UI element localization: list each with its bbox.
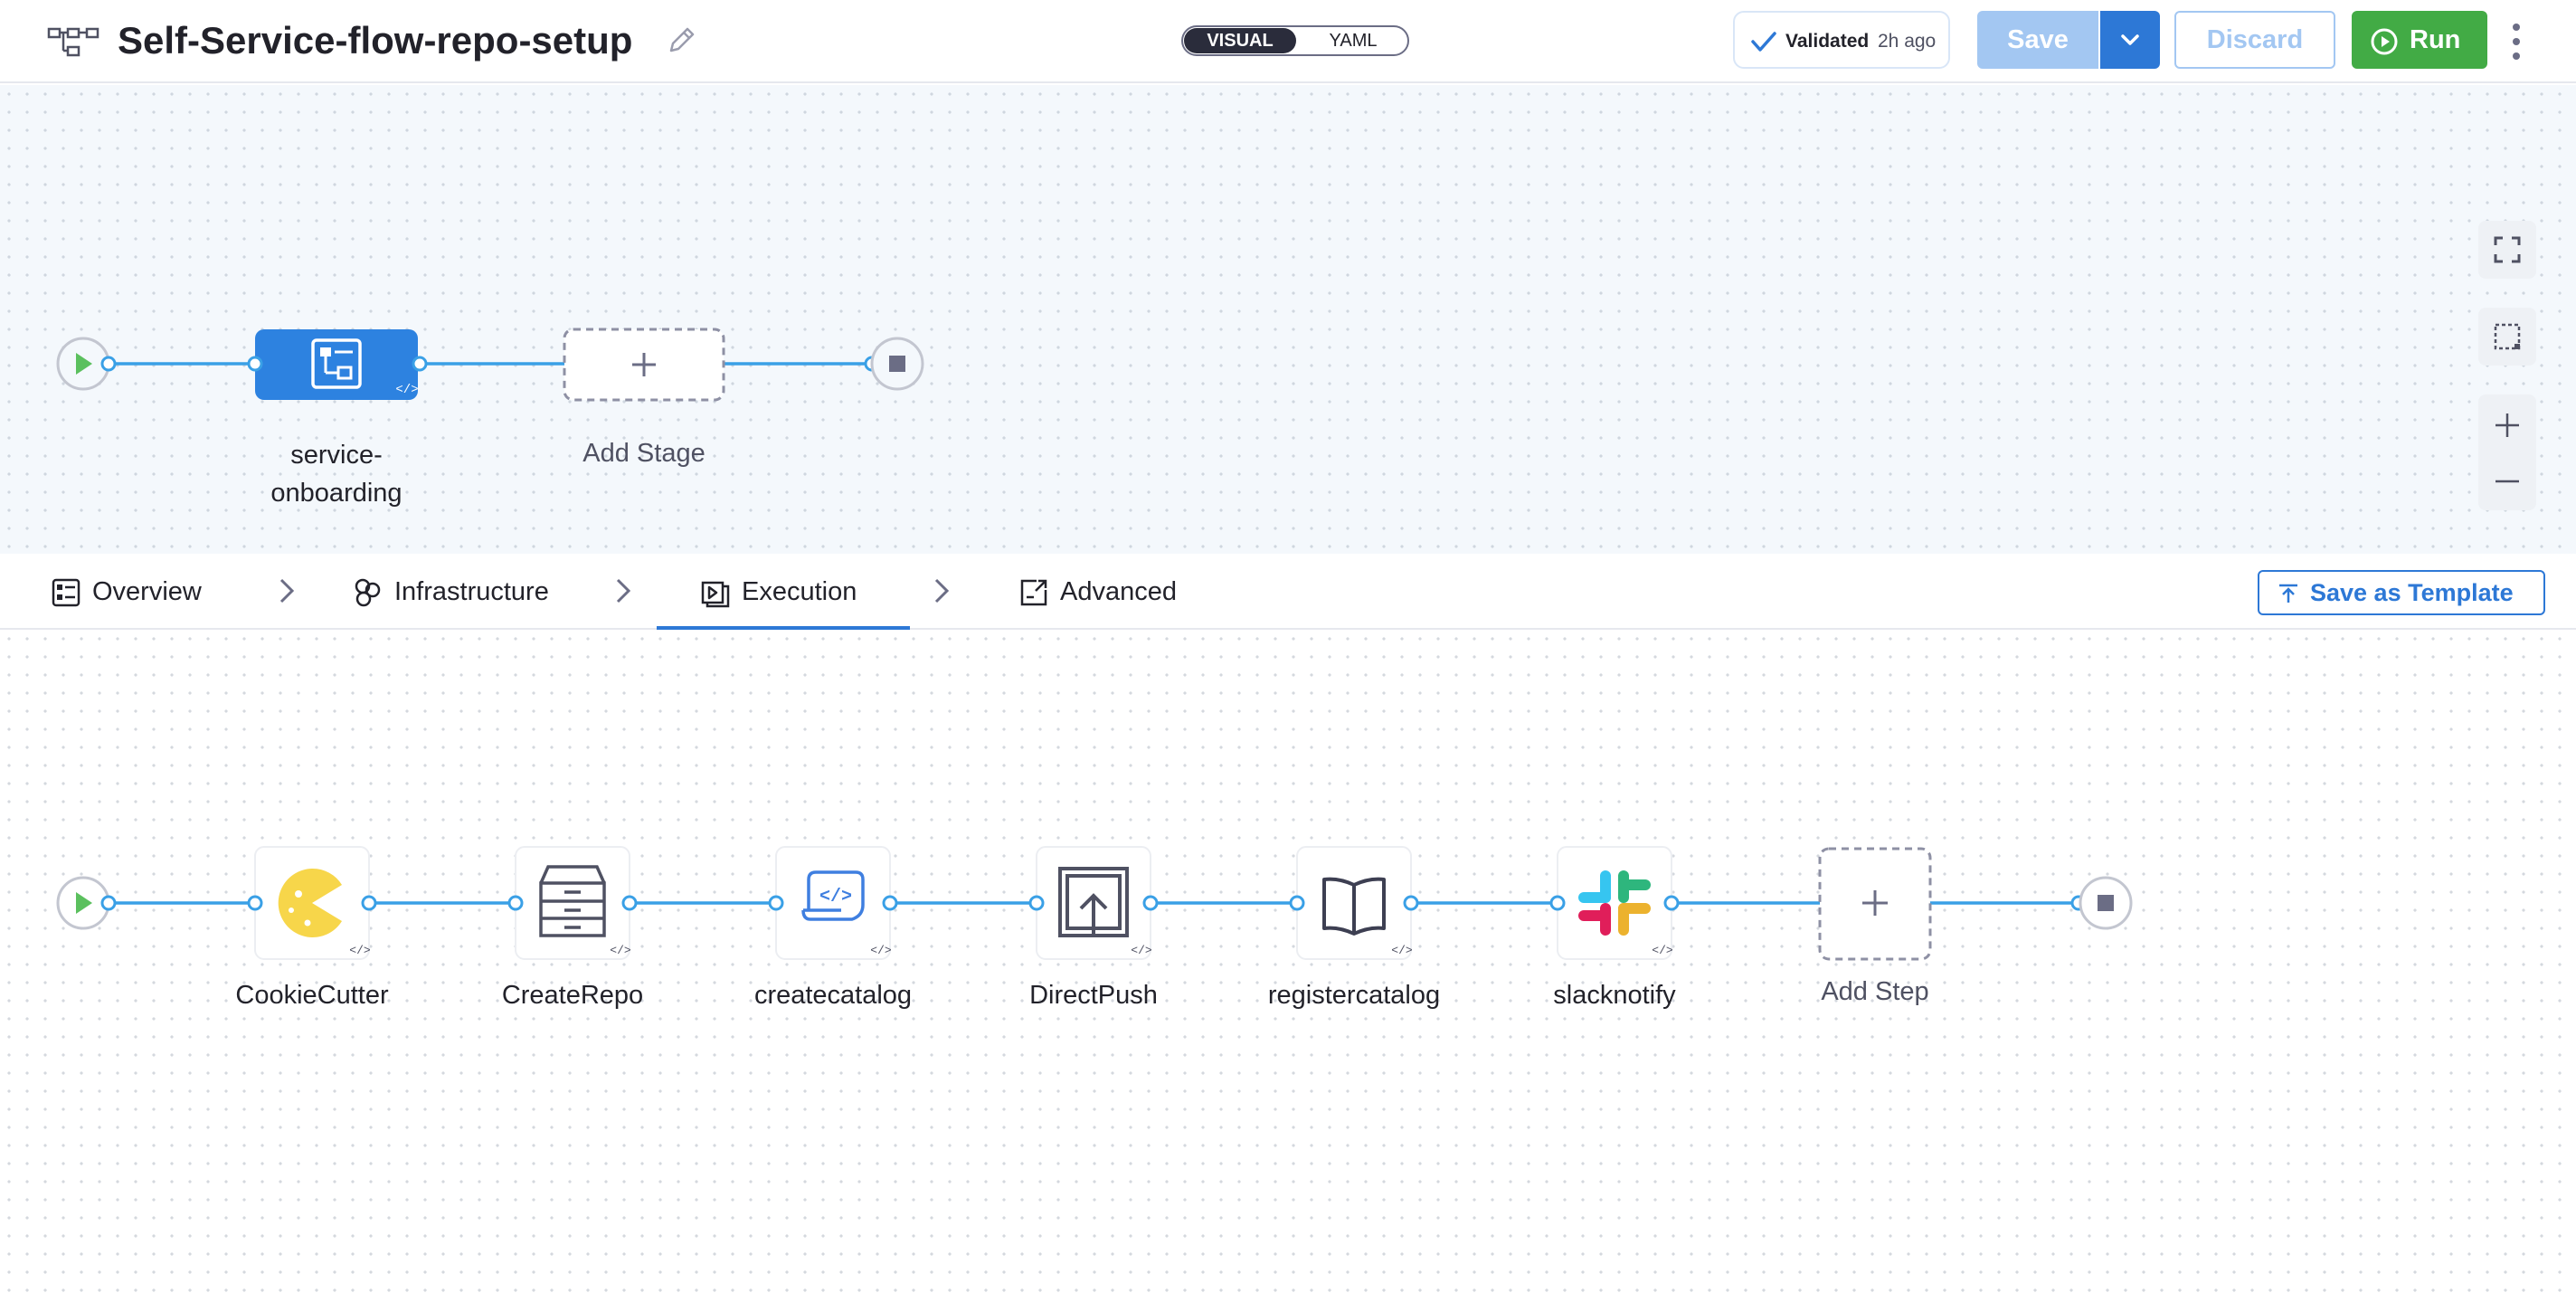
add-stage-label: Add Stage <box>582 439 706 468</box>
stage-label-service-onboarding: service- onboarding <box>270 441 402 508</box>
expand-icon <box>2494 236 2521 263</box>
stage-canvas[interactable] <box>0 85 2576 554</box>
step-label-directpush: DirectPush <box>1029 981 1158 1010</box>
chevron-right-icon <box>616 578 631 603</box>
pipeline-header: Self-Service-flow-repo-setup VISUAL YAML… <box>0 0 2576 83</box>
overview-icon <box>52 578 80 607</box>
fit-to-screen-button[interactable] <box>2478 221 2536 279</box>
tab-execution-label: Execution <box>742 577 857 606</box>
chevron-down-icon <box>2121 34 2139 45</box>
validation-status-badge[interactable]: Validated 2h ago <box>1733 11 1950 69</box>
save-as-template-label: Save as Template <box>2310 579 2514 606</box>
run-label: Run <box>2410 25 2461 54</box>
chevron-right-icon <box>279 578 295 603</box>
upload-template-icon <box>2279 584 2297 603</box>
run-button[interactable]: Run <box>2352 11 2487 69</box>
stage-tabs-bar: Overview Infrastructure Execution Advanc… <box>0 554 2576 630</box>
play-circle-icon <box>2371 28 2398 55</box>
more-options-icon[interactable] <box>2505 20 2527 63</box>
execution-canvas[interactable] <box>0 630 2576 1302</box>
chevron-right-icon <box>934 578 950 603</box>
yaml-toggle-option[interactable]: YAML <box>1329 31 1378 51</box>
zoom-controls <box>2478 394 2536 510</box>
edit-pencil-icon[interactable] <box>664 24 698 58</box>
pipeline-icon <box>47 27 99 57</box>
pipeline-title: Self-Service-flow-repo-setup <box>118 19 633 62</box>
step-label-cookiecutter: CookieCutter <box>235 981 389 1010</box>
visual-yaml-toggle[interactable]: VISUAL YAML <box>1181 25 1409 56</box>
step-label-createrepo: CreateRepo <box>501 981 644 1010</box>
save-button[interactable]: Save <box>1977 11 2098 69</box>
step-label-slacknotify: slacknotify <box>1553 981 1676 1010</box>
save-as-template-button[interactable]: Save as Template <box>2258 570 2545 615</box>
advanced-icon <box>1020 579 1047 606</box>
step-label-createcatalog: createcatalog <box>753 981 913 1010</box>
visual-toggle-option[interactable]: VISUAL <box>1184 28 1296 53</box>
zoom-in-icon[interactable] <box>2493 411 2522 440</box>
selection-box-icon <box>2494 323 2521 350</box>
infrastructure-icon <box>355 578 381 607</box>
discard-button[interactable]: Discard <box>2174 11 2335 69</box>
select-area-button[interactable] <box>2478 308 2536 366</box>
check-icon <box>1751 32 1776 52</box>
tab-infrastructure-label: Infrastructure <box>394 577 549 606</box>
save-options-dropdown[interactable] <box>2100 11 2160 69</box>
add-step-label: Add Step <box>1821 977 1929 1006</box>
validated-time: 2h ago <box>1878 31 1937 52</box>
active-tab-indicator <box>657 626 910 630</box>
validated-label: Validated <box>1785 31 1870 52</box>
tab-advanced-label: Advanced <box>1060 577 1177 606</box>
execution-icon <box>701 581 730 608</box>
zoom-out-icon[interactable] <box>2493 467 2522 496</box>
step-label-registercatalog: registercatalog <box>1267 981 1441 1010</box>
tab-overview-label: Overview <box>92 577 202 606</box>
